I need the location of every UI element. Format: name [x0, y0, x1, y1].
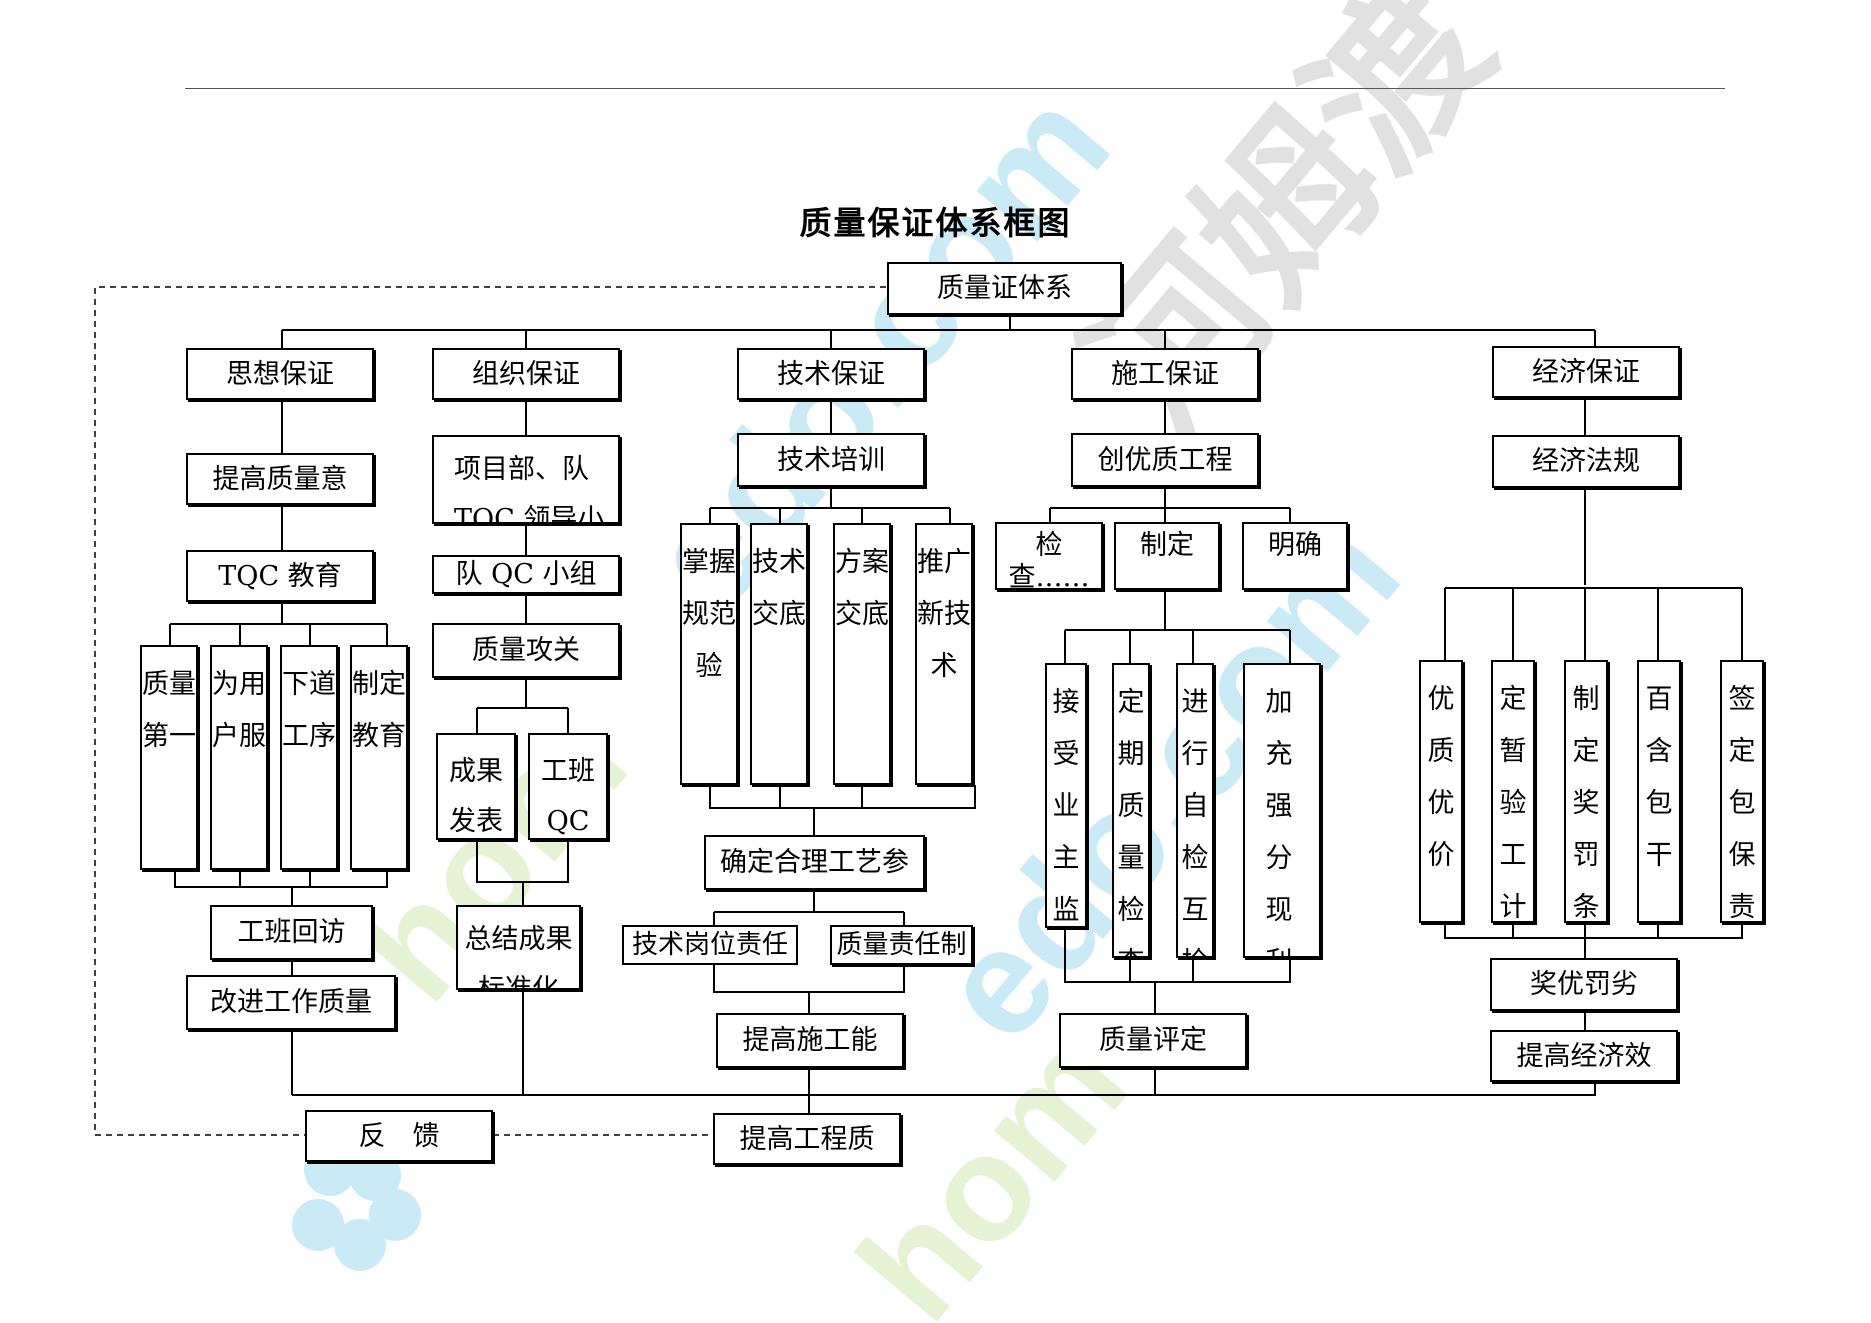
economic-item-4: 百含包干 [1637, 660, 1681, 923]
organization-step2: 队 QC 小组 [432, 555, 620, 594]
organization-item-1: 成果发表 [436, 733, 516, 840]
thought-step1: 提高质量意 [186, 453, 374, 505]
root-box: 质量证体系 [887, 262, 1122, 315]
technical-item-2: 技术交底 [750, 523, 808, 785]
branch-economic: 经济保证 [1492, 346, 1680, 398]
thought-item-2: 为用户服 [210, 645, 268, 870]
thought-step3: 工班回访 [210, 905, 373, 960]
economic-step2: 奖优罚劣 [1490, 958, 1678, 1011]
technical-step1: 技术培训 [737, 433, 925, 487]
technical-item-3: 方案交底 [833, 523, 891, 785]
construction-row-3: 明确 [1242, 522, 1348, 590]
technical-step2: 确定合理工艺参 [704, 835, 925, 890]
technical-item-1: 掌握规范验 [680, 523, 738, 785]
organization-step3: 质量攻关 [432, 623, 620, 678]
thought-item-4: 制定教育 [350, 645, 408, 870]
bottom-box: 提高工程质 [713, 1113, 901, 1165]
branch-construction: 施工保证 [1071, 348, 1259, 400]
diagram-title: 质量保证体系框图 [799, 204, 1072, 242]
construction-item-3: 进行自检互检 [1176, 663, 1214, 958]
branch-organization: 组织保证 [432, 348, 620, 400]
thought-step2: TQC 教育 [186, 550, 374, 602]
economic-item-1: 优质优价 [1419, 660, 1463, 923]
thought-item-3: 下道工序 [280, 645, 338, 870]
economic-step3: 提高经济效 [1490, 1030, 1678, 1082]
construction-row-1: 检查…… [995, 522, 1103, 590]
economic-item-2: 定暂验工计 [1491, 660, 1535, 923]
technical-step3: 提高施工能 [716, 1013, 904, 1068]
construction-item-4: 加充强分现利场用试先验进 [1243, 663, 1321, 958]
construction-step2: 质量评定 [1059, 1013, 1247, 1068]
technical-item-4: 推广新技术 [915, 523, 973, 785]
feedback-box: 反 馈 [305, 1110, 493, 1162]
technical-sub-left: 技术岗位责任 [622, 925, 798, 965]
construction-item-1: 接受业主监 [1045, 663, 1087, 928]
branch-technical: 技术保证 [737, 348, 925, 400]
technical-sub-right: 质量责任制 [830, 925, 973, 965]
economic-item-5: 签定包保责 [1720, 660, 1764, 923]
economic-step1: 经济法规 [1492, 435, 1680, 488]
thought-item-1: 质量第一 [140, 645, 198, 870]
construction-step1: 创优质工程 [1071, 433, 1259, 487]
construction-row-2: 制定 [1114, 522, 1220, 590]
organization-step1: 项目部、队TQC 领导小 [432, 435, 620, 524]
thought-step4: 改进工作质量 [186, 975, 396, 1030]
branch-thought: 思想保证 [186, 348, 374, 400]
organization-item-2: 工班QC [528, 733, 608, 840]
economic-item-3: 制定奖罚条 [1564, 660, 1608, 923]
construction-item-2: 定期质量检查 [1112, 663, 1150, 958]
header-rule [185, 88, 1725, 89]
organization-step4: 总结成果标准化 [456, 905, 581, 990]
